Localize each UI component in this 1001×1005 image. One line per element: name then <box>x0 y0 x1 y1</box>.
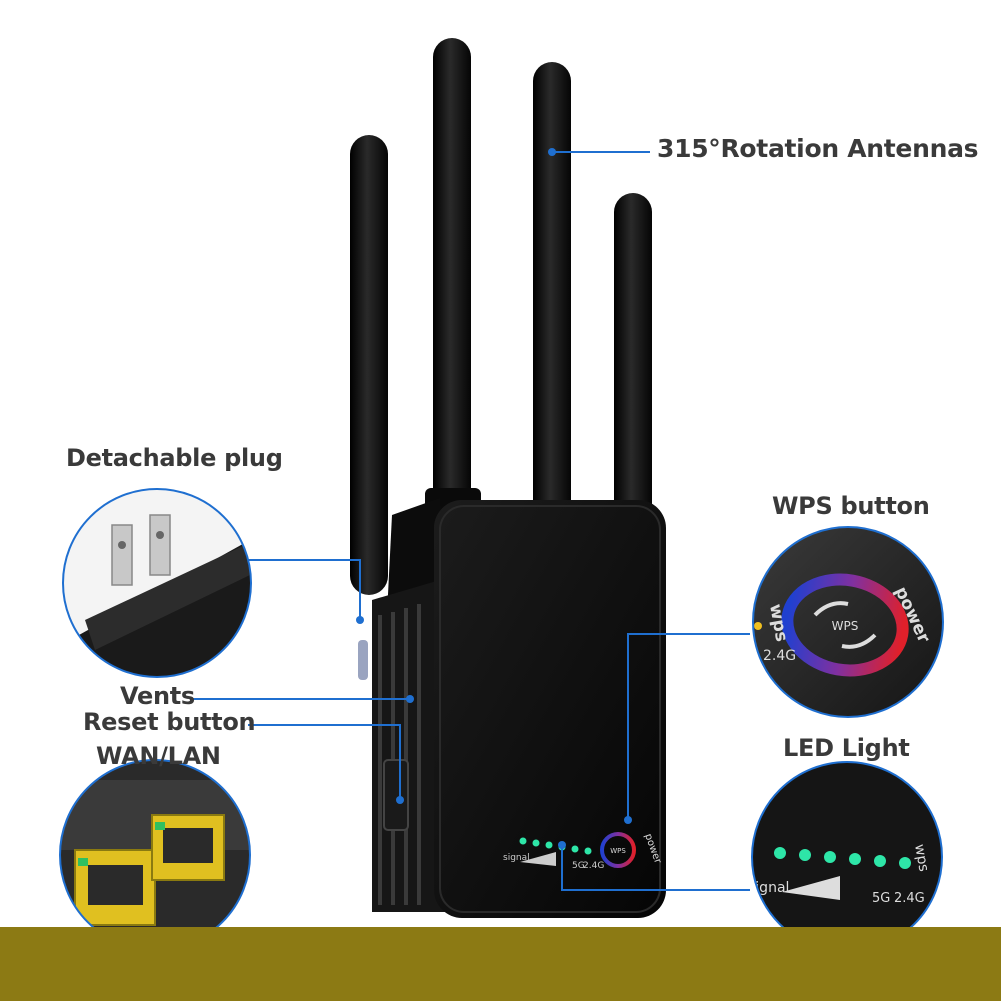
plug-detail-circle <box>62 488 252 678</box>
leader-lines <box>190 151 750 891</box>
wps-detail-circle: WPS wps 2.4G power <box>752 526 944 718</box>
led-detail-circle: signal 5G 2.4G wps <box>748 761 943 953</box>
front-5g-text: 5G <box>572 861 585 871</box>
antenna-3 <box>533 62 571 522</box>
led-circle-5g-text: 5G <box>872 891 890 906</box>
led-circle-signal-text: signal <box>748 880 789 896</box>
wps-button-label: WPS button <box>772 492 930 520</box>
bottom-color-band <box>0 927 1001 1001</box>
led-circle-wps-text: wps <box>911 843 932 873</box>
antenna-1 <box>350 135 388 595</box>
front-wps-center-text: WPS <box>610 847 626 855</box>
front-wps-ring <box>600 832 636 868</box>
router-body: signal 5G 2.4G WPS power <box>358 498 666 918</box>
wan-lan-detail-circle <box>59 759 251 951</box>
detachable-plug-label: Detachable plug <box>66 444 283 472</box>
antenna-2 <box>433 38 471 508</box>
wps-circle-24g-text: 2.4G <box>763 648 796 664</box>
front-24g-text: 2.4G <box>583 861 604 871</box>
reset-button-label: Reset button <box>83 708 256 736</box>
leader-dots <box>356 148 632 849</box>
vents <box>378 604 421 905</box>
antennas-label: 315°Rotation Antennas <box>657 134 979 163</box>
front-signal-text: signal <box>503 853 530 863</box>
antenna-4 <box>614 193 652 553</box>
side-port <box>383 759 409 831</box>
vents-label: Vents <box>120 682 195 710</box>
led-circle-24g-text: 2.4G <box>894 891 925 906</box>
led-light-label: LED Light <box>783 734 910 762</box>
wps-circle-center-text: WPS <box>832 619 859 633</box>
led-row <box>774 847 911 869</box>
wan-lan-label: WAN/LAN <box>96 742 221 770</box>
